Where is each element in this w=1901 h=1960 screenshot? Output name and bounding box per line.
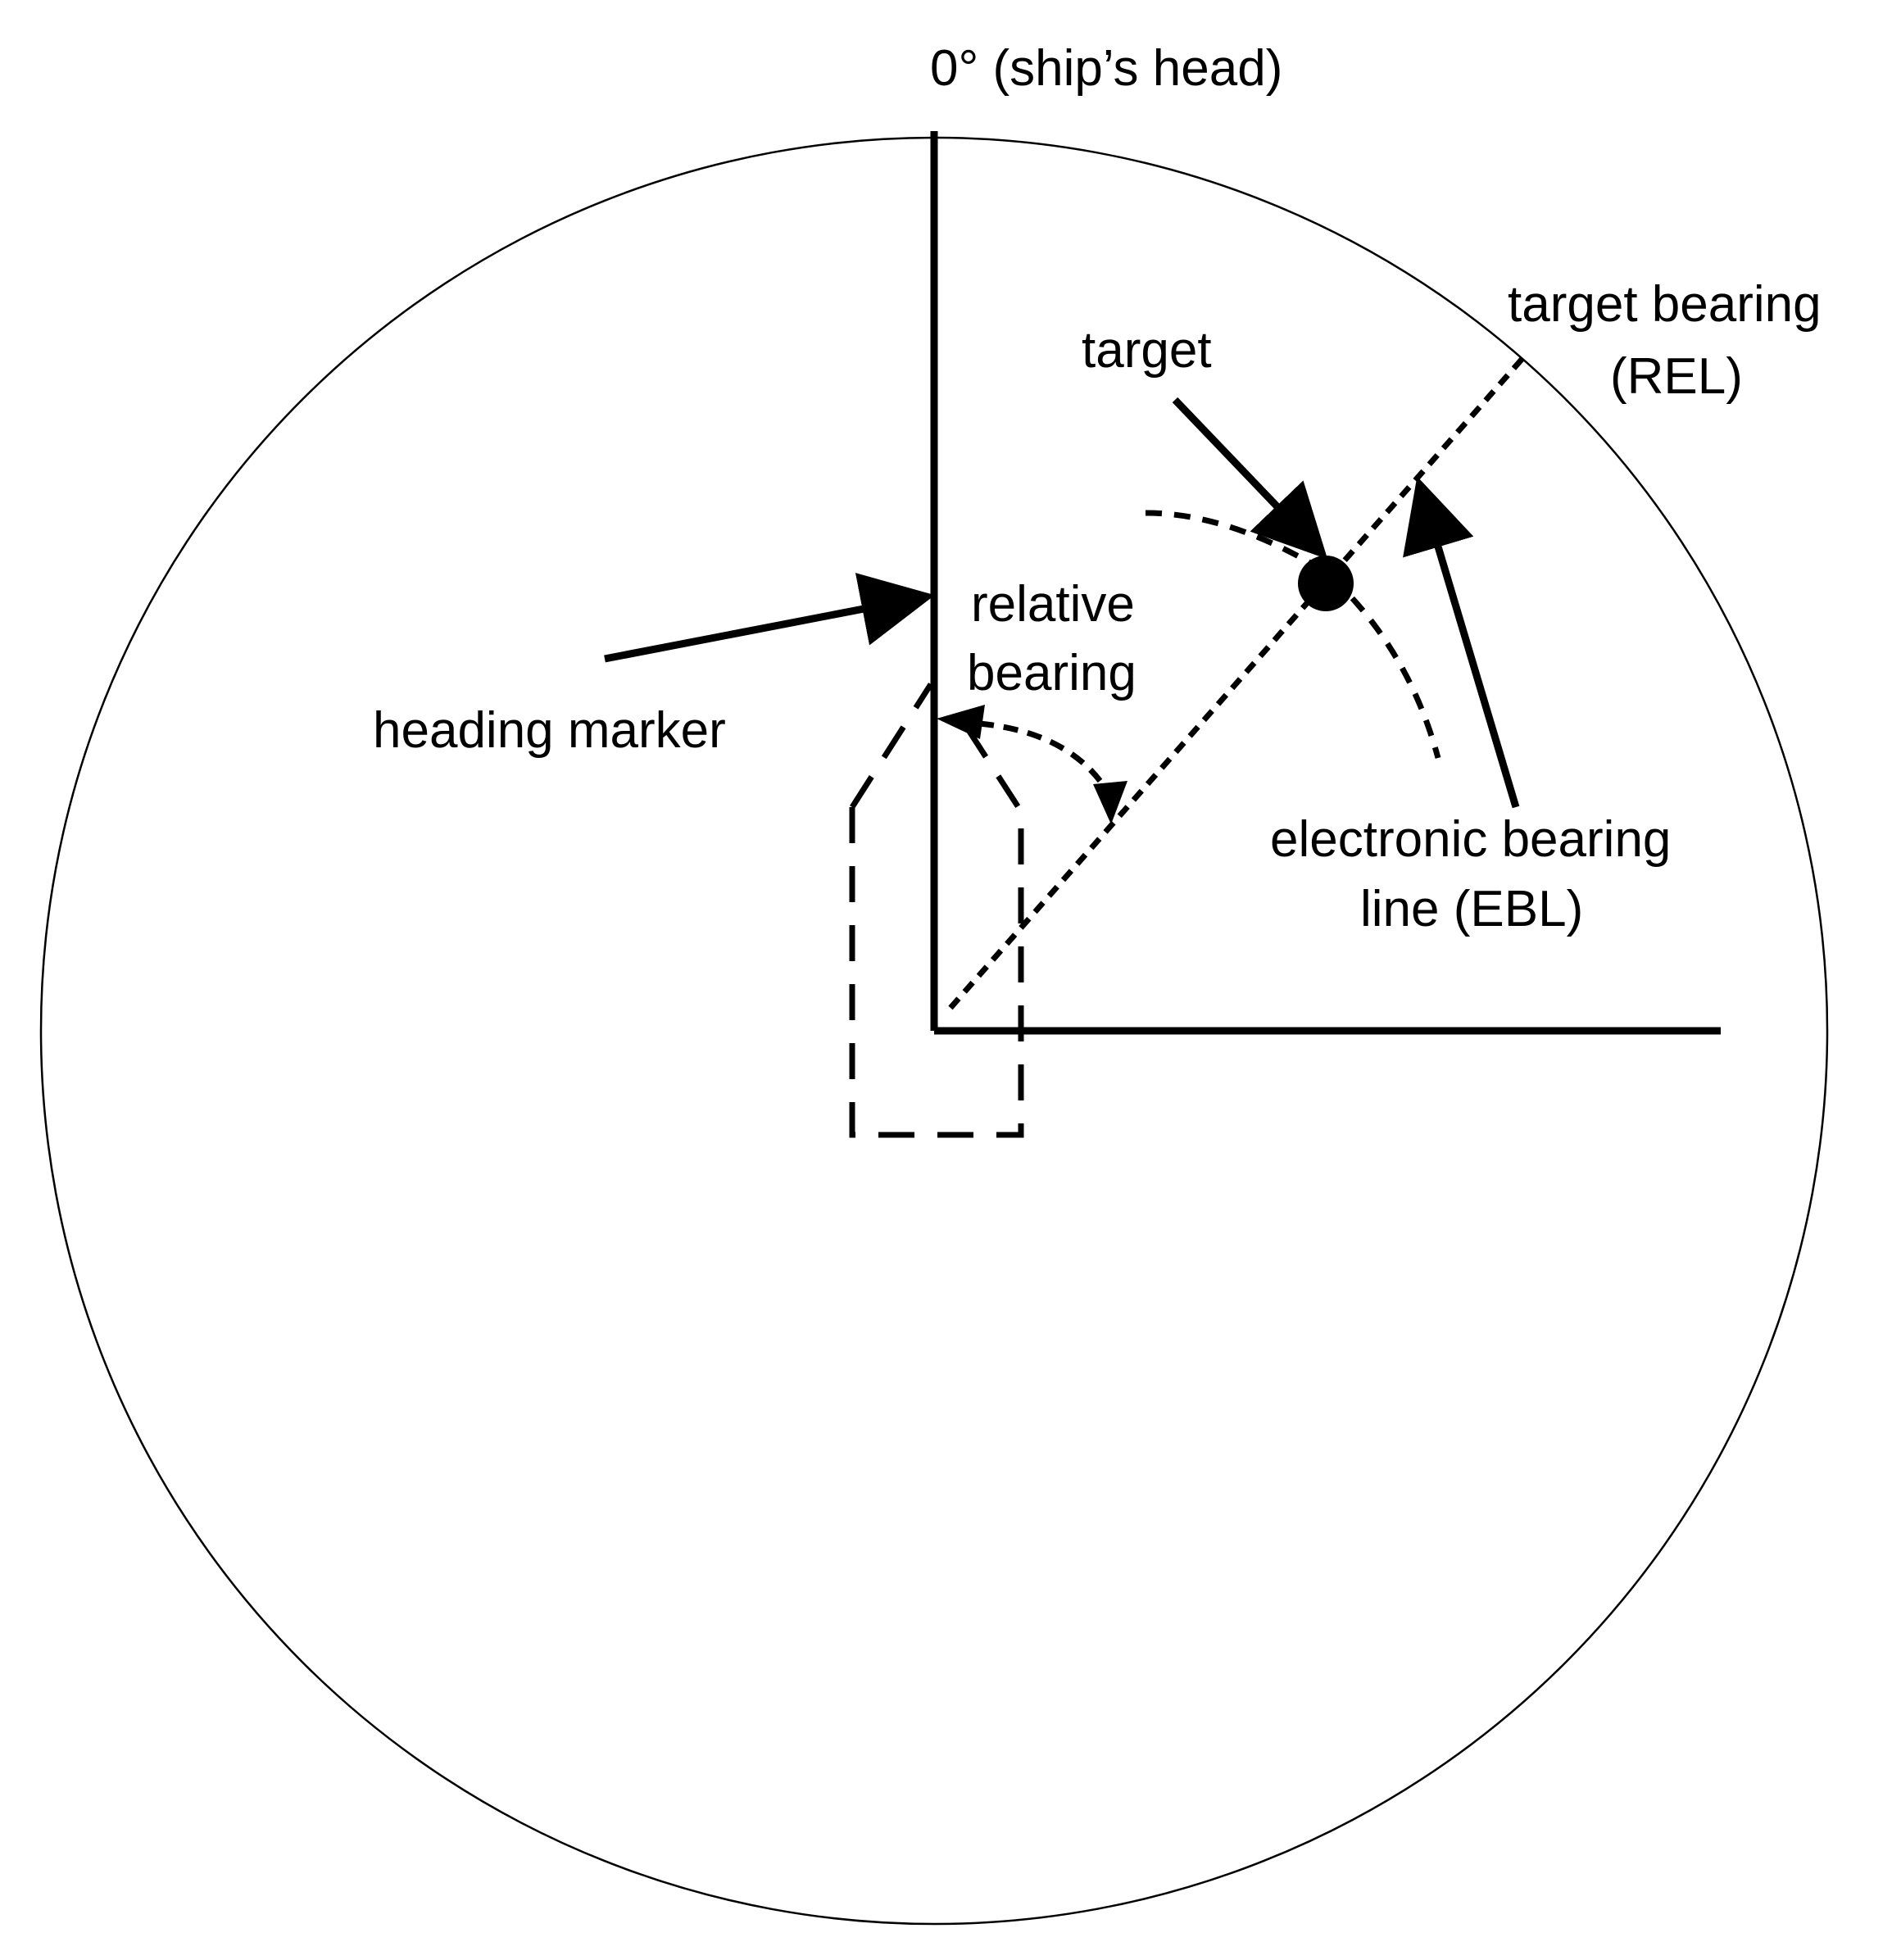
relative-bearing-label-line2: bearing <box>967 645 1137 701</box>
relative-bearing-arrowhead-end <box>1093 781 1127 824</box>
target-pointer-arrow <box>1172 397 1328 560</box>
electronic-bearing-line <box>948 352 1528 1010</box>
relative-bearing-label-line1: relative <box>971 576 1135 633</box>
relative-bearing-arc <box>978 720 1119 809</box>
target-bearing-label-line2: (REL) <box>1610 348 1743 405</box>
ebl-pointer-arrow <box>1403 476 1520 809</box>
target-label: target <box>1082 322 1212 379</box>
target-blip <box>1298 556 1354 611</box>
heading-marker-pointer-arrow <box>604 573 935 663</box>
target-bearing-label-line1: target bearing <box>1508 276 1822 333</box>
own-ship-outline <box>849 683 1024 1138</box>
range-ring-arc <box>1145 510 1441 759</box>
relative-bearing-arrowhead-start <box>937 705 985 739</box>
heading-marker-label: heading marker <box>373 702 726 759</box>
ships-head-label: 0° (ship’s head) <box>930 40 1282 97</box>
ebl-label-line1: electronic bearing <box>1270 811 1671 868</box>
ebl-label-line2: line (EBL) <box>1360 881 1583 937</box>
